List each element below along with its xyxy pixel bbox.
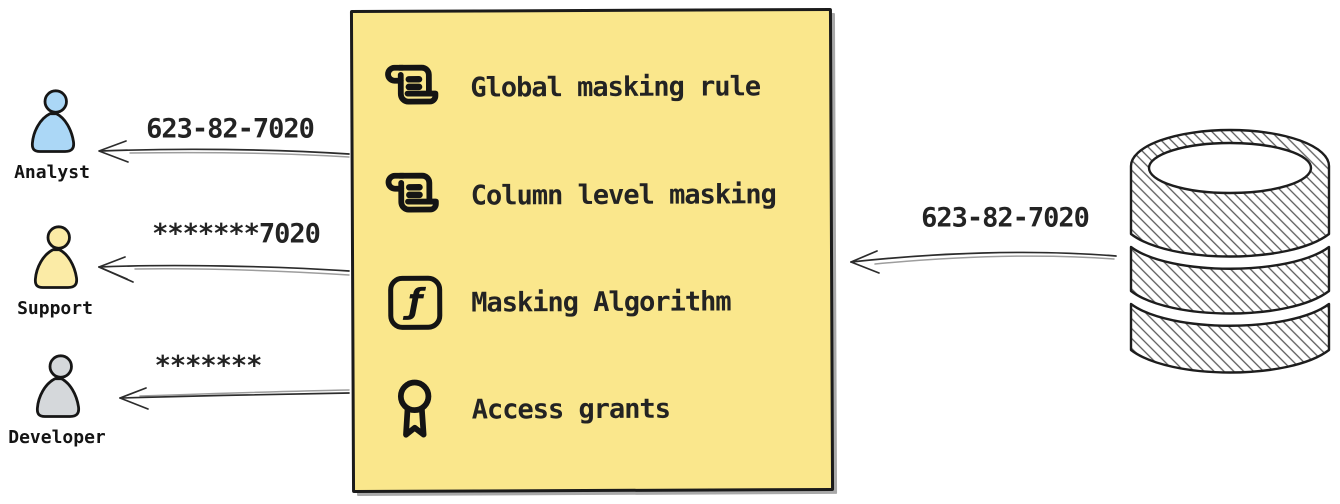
user-label-developer: Developer	[8, 427, 106, 448]
masking-item-global-rule: Global masking rule	[384, 57, 760, 117]
value-label-support: *******7020	[152, 218, 321, 250]
developer-person-icon	[35, 354, 81, 418]
arrow-to-support	[98, 256, 350, 283]
user-label-analyst: Analyst	[14, 162, 90, 183]
arrow-from-database	[850, 250, 1117, 274]
scroll-icon	[384, 61, 442, 115]
analyst-person-icon	[30, 89, 76, 153]
award-icon	[386, 378, 444, 442]
function-icon	[385, 275, 443, 330]
value-label-database: 623-82-7020	[921, 202, 1090, 234]
masking-item-label: Masking Algorithm	[471, 285, 731, 319]
masking-box: Global masking rule Column level masking…	[349, 7, 835, 494]
value-label-analyst: 623-82-7020	[146, 113, 315, 145]
user-label-support: Support	[17, 298, 93, 319]
database-icon	[1129, 128, 1331, 374]
masking-item-access-grants: Access grants	[386, 378, 671, 442]
masking-item-label: Column level masking	[470, 178, 776, 212]
user-developer: Developer	[8, 353, 106, 448]
support-person-icon	[33, 225, 79, 289]
user-support: Support	[17, 224, 93, 319]
masking-item-column-level: Column level masking	[385, 165, 776, 225]
user-analyst: Analyst	[14, 88, 90, 183]
masking-item-algorithm: Masking Algorithm	[385, 272, 731, 332]
arrow-to-developer	[119, 387, 350, 410]
value-label-developer: *******	[154, 350, 263, 382]
arrow-to-analyst	[98, 140, 350, 163]
masking-item-label: Global masking rule	[470, 70, 761, 104]
masking-item-label: Access grants	[471, 393, 671, 426]
scroll-icon	[385, 169, 443, 223]
